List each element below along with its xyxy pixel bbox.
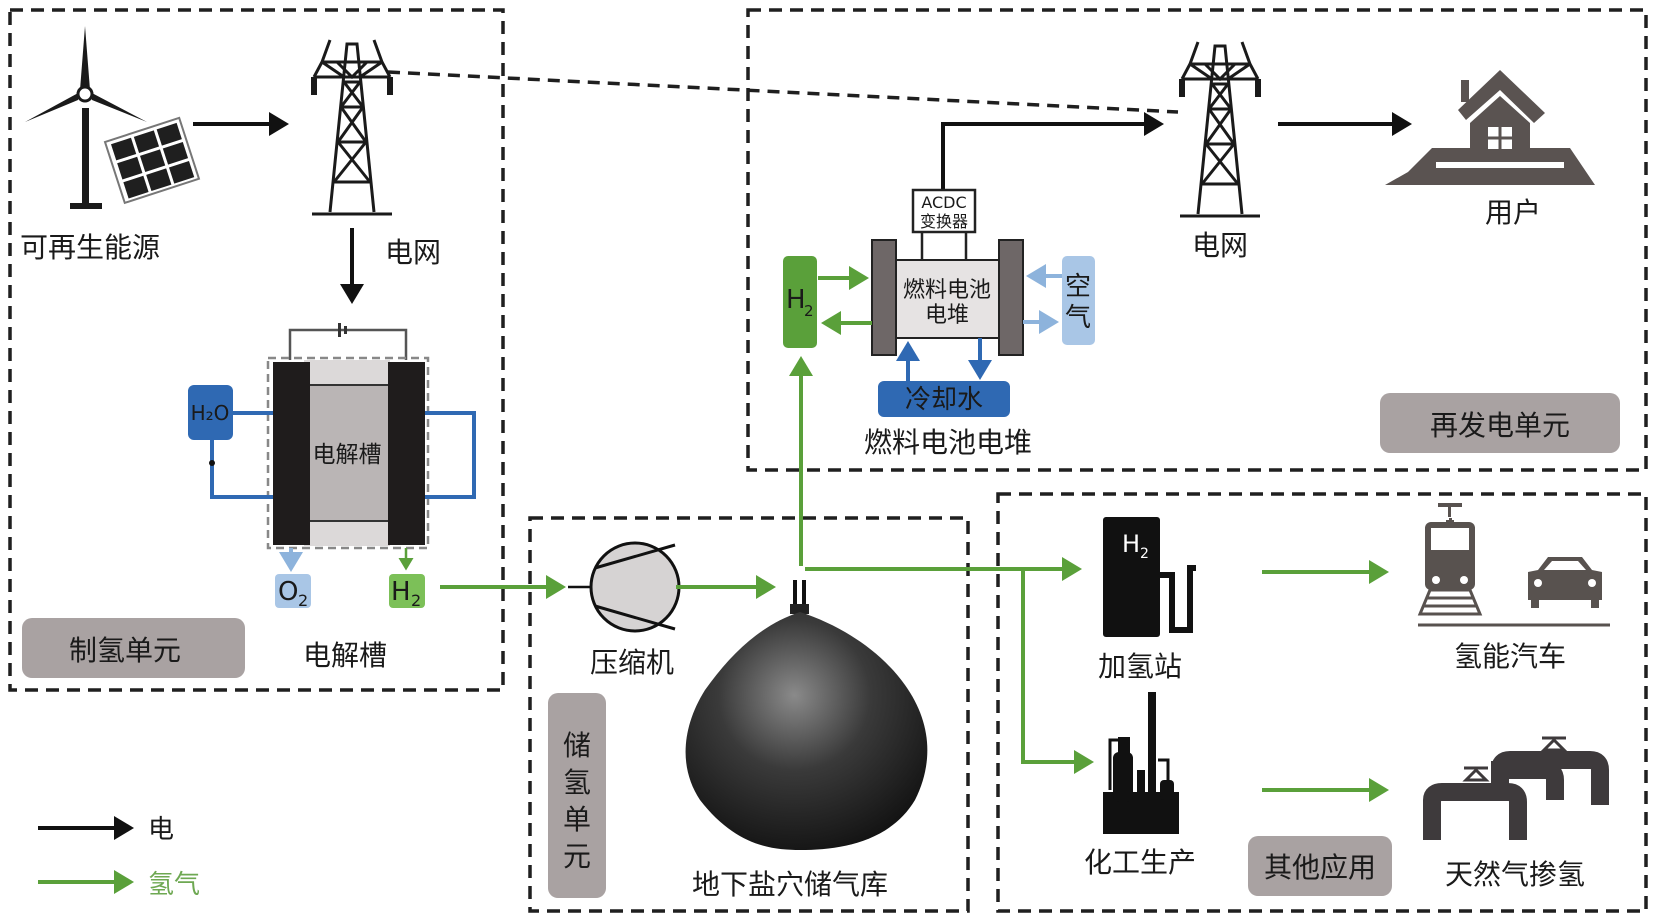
air-badge: 空 气 <box>1062 256 1095 345</box>
production-unit-box <box>8 8 505 692</box>
svg-text:氢: 氢 <box>563 766 591 799</box>
renewable-energy-label: 可再生能源 <box>20 231 160 264</box>
chemical-label: 化工生产 <box>1084 846 1196 879</box>
applications-unit-badge: 其他应用 <box>1248 836 1392 896</box>
svg-text:空: 空 <box>1065 272 1091 302</box>
salt-cavern-icon <box>685 580 928 850</box>
svg-text:2: 2 <box>298 591 308 610</box>
production-unit-badge: 制氢单元 <box>22 618 245 678</box>
salt-cavern-label: 地下盐穴储气库 <box>692 868 888 901</box>
hydrogen-station-icon <box>1103 517 1196 637</box>
svg-text:变换器: 变换器 <box>920 212 968 231</box>
wind-turbine-icon <box>25 26 147 209</box>
station-h2-sub: 2 <box>1140 546 1149 562</box>
svg-text:H: H <box>391 577 411 607</box>
legend-item-hydrogen: 氢气 <box>38 870 200 900</box>
compressor-icon <box>568 541 681 633</box>
house-icon <box>1385 70 1595 185</box>
storage-unit-badge: 储 氢 单 元 <box>548 693 606 898</box>
grid-label-right: 电网 <box>1192 229 1248 262</box>
fuel-cell-inner-label-2: 电堆 <box>925 303 969 328</box>
legend: 电 氢气 <box>38 815 200 900</box>
pipeline-label: 天然气掺氢 <box>1445 858 1585 891</box>
svg-text:元: 元 <box>563 840 591 873</box>
vehicles-label: 氢能汽车 <box>1454 640 1566 673</box>
water-badge: H₂O <box>188 385 233 440</box>
solar-panel-icon <box>103 116 201 205</box>
coolant-badge: 冷却水 <box>878 381 1010 417</box>
grid-interconnect-line <box>387 70 1179 114</box>
regeneration-unit-badge: 再发电单元 <box>1380 393 1620 453</box>
legend-hydrogen-label: 氢气 <box>148 870 200 900</box>
gas-pipeline-icon <box>1423 736 1609 840</box>
electricity-arrow <box>941 112 1164 193</box>
hydrogen-arrow-to-chemical <box>1021 569 1094 774</box>
station-label: 加氢站 <box>1098 650 1182 683</box>
svg-text:制氢单元: 制氢单元 <box>69 634 181 667</box>
svg-text:H: H <box>786 285 806 315</box>
svg-text:2: 2 <box>804 302 814 320</box>
grid-label: 电网 <box>385 236 441 269</box>
svg-text:单: 单 <box>563 803 591 836</box>
power-tower-icon <box>309 38 395 216</box>
electrolyzer-icon <box>209 323 476 572</box>
hydrogen-badge: H 2 <box>389 574 425 610</box>
power-tower-icon <box>1177 40 1263 218</box>
svg-text:H₂O: H₂O <box>191 401 230 425</box>
svg-text:冷却水: 冷却水 <box>905 385 983 415</box>
svg-text:ACDC: ACDC <box>921 193 966 212</box>
electrolyzer-inner-label: 电解槽 <box>313 442 382 468</box>
station-h2-text: H <box>1122 530 1140 558</box>
legend-electricity-label: 电 <box>148 815 174 845</box>
chemical-plant-icon <box>1103 692 1179 834</box>
regeneration-unit-box <box>746 8 1648 472</box>
oxygen-badge: O 2 <box>275 574 311 610</box>
legend-item-electricity: 电 <box>38 815 174 845</box>
acdc-converter: ACDC 变换器 <box>911 188 977 262</box>
fuel-cell-inner-label-1: 燃料电池 <box>903 278 991 303</box>
electrolyzer-label: 电解槽 <box>303 639 387 672</box>
svg-text:2: 2 <box>411 591 421 610</box>
fuel-cell-stack-icon <box>818 239 1062 383</box>
vehicles-icon <box>1417 503 1610 627</box>
svg-text:储: 储 <box>563 729 591 762</box>
compressor-label: 压缩机 <box>590 646 674 679</box>
storage-unit-box <box>528 516 970 913</box>
svg-text:O: O <box>278 577 298 607</box>
svg-text:再发电单元: 再发电单元 <box>1430 409 1570 442</box>
fuel-cell-stack-label: 燃料电池电堆 <box>864 426 1032 459</box>
applications-unit-box <box>996 492 1648 913</box>
svg-text:其他应用: 其他应用 <box>1264 851 1376 884</box>
fuel-cell-hydrogen-badge: H 2 <box>783 256 817 348</box>
svg-text:气: 气 <box>1065 303 1091 333</box>
user-label: 用户 <box>1485 196 1541 229</box>
